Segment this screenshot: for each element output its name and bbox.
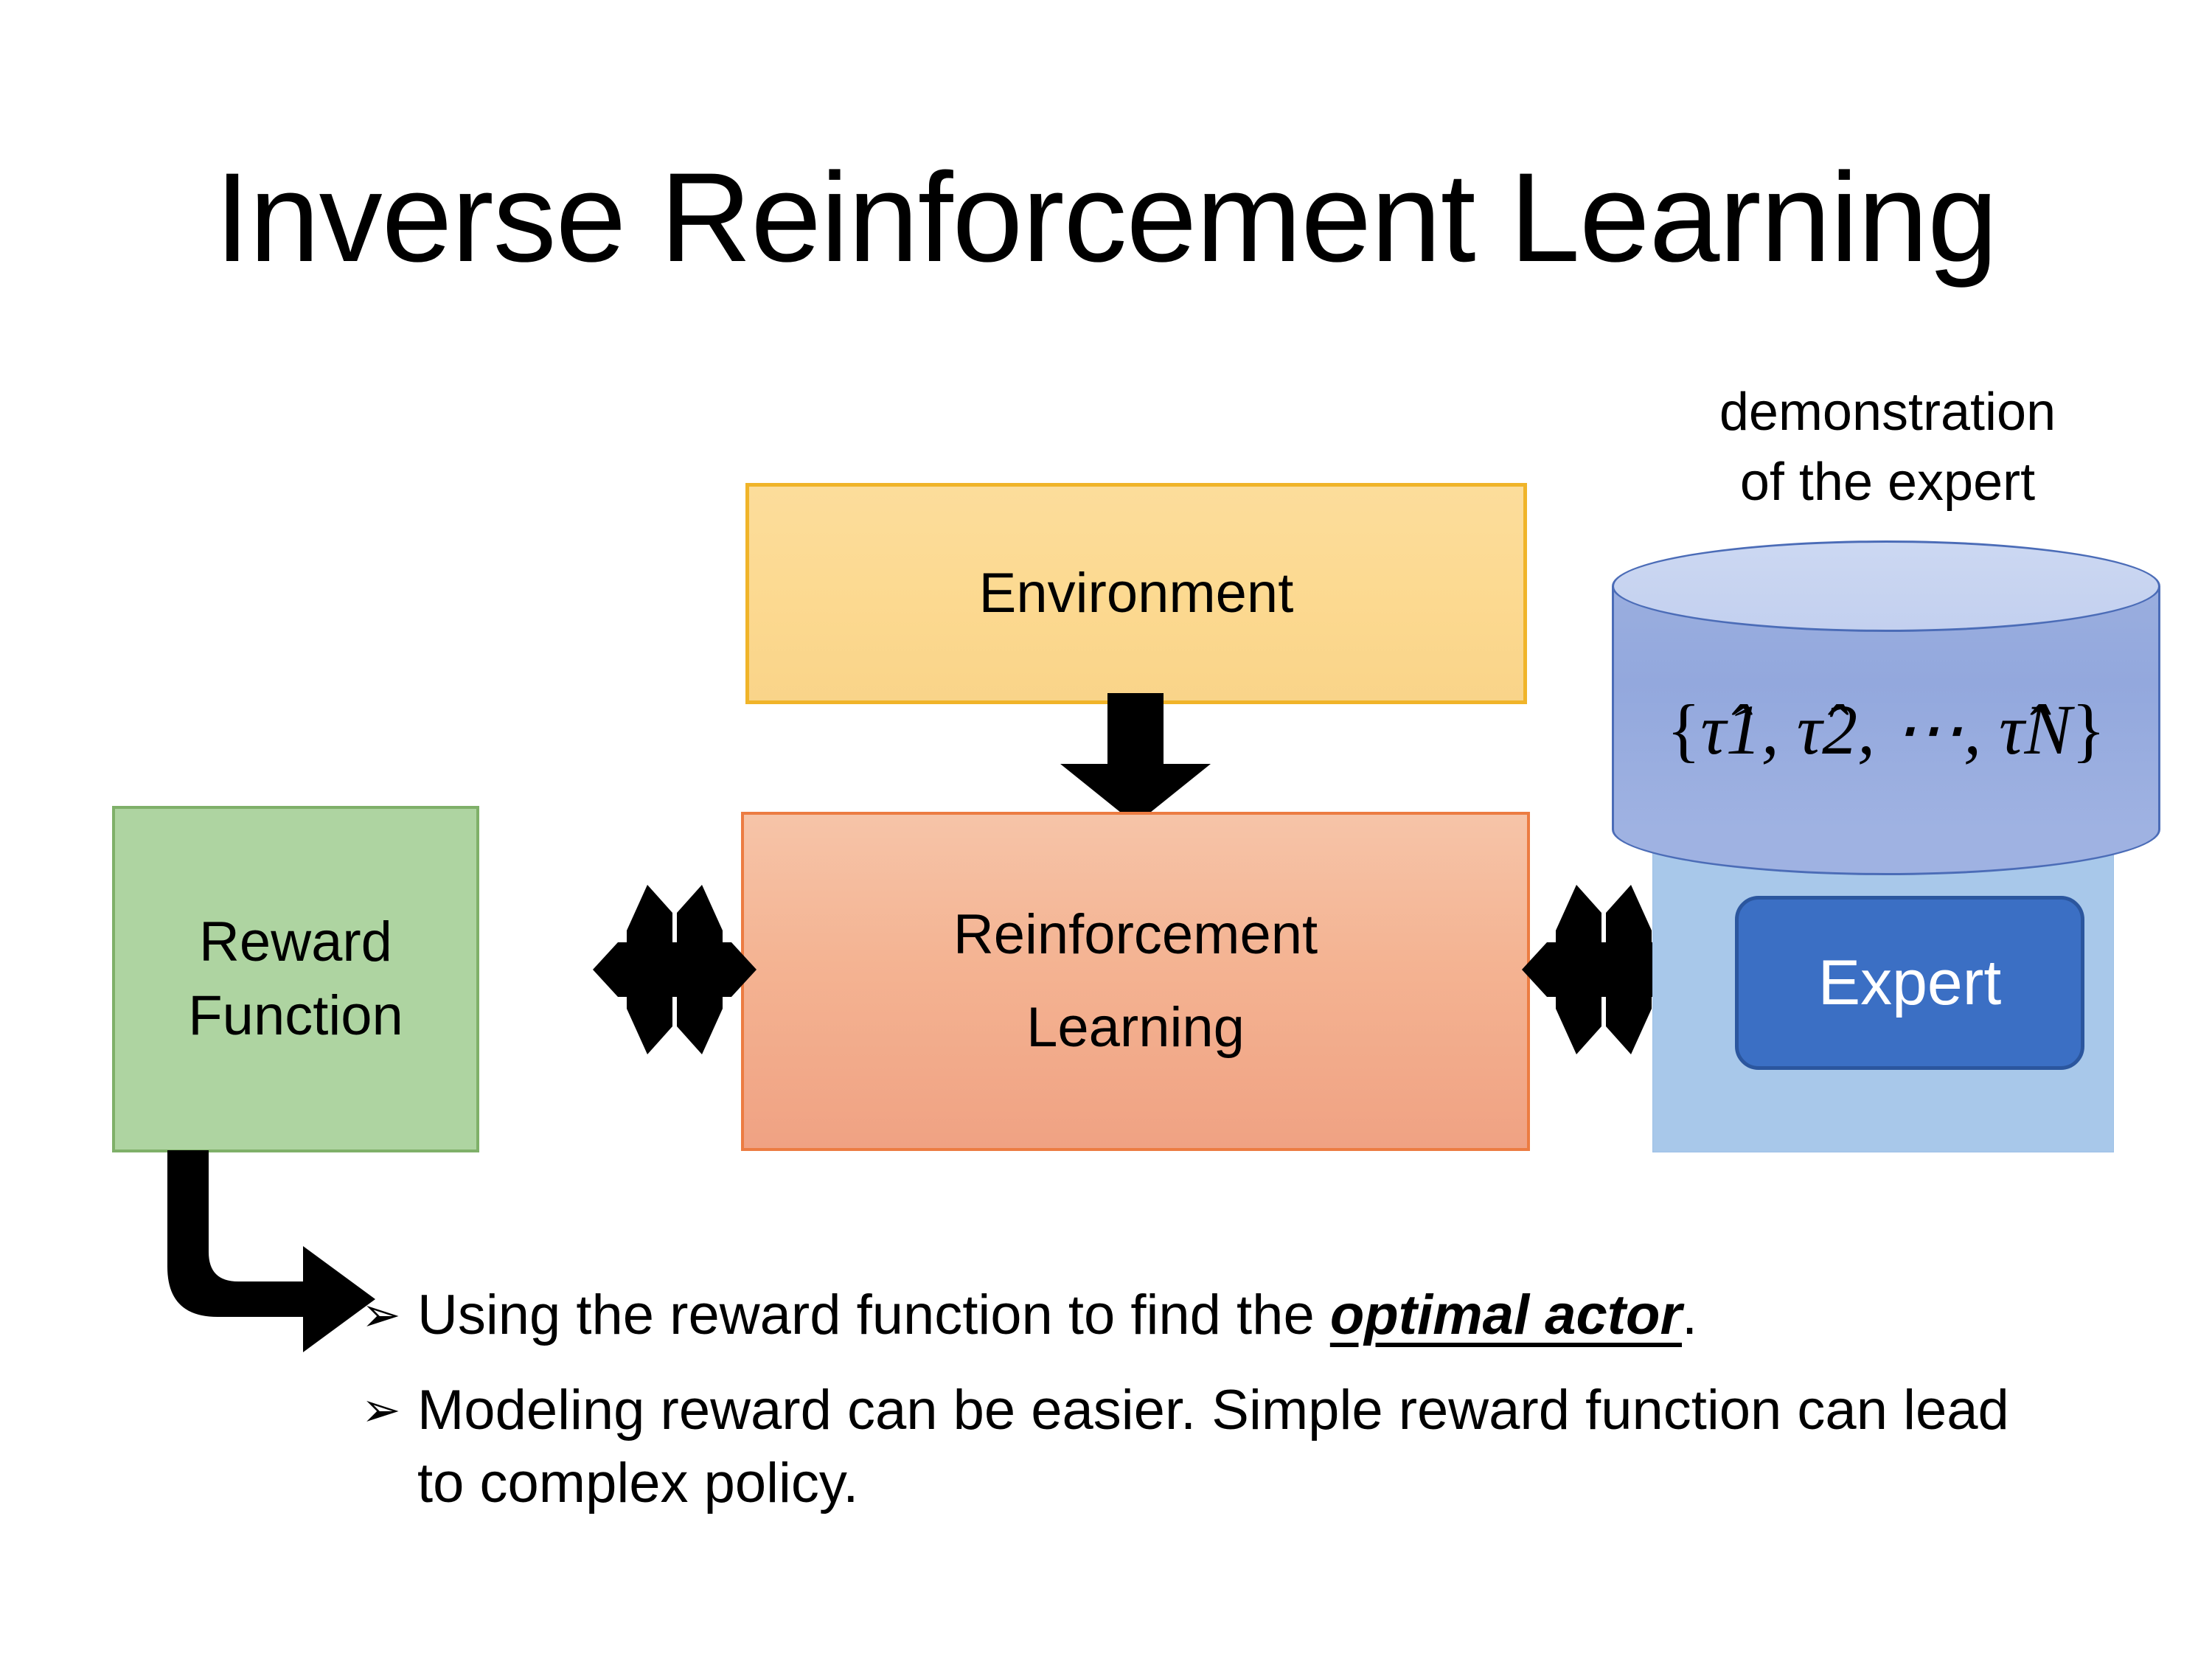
- environment-box[interactable]: Environment: [745, 483, 1527, 704]
- down-arrow-icon: [1060, 693, 1211, 824]
- reward-box-label-line2: Function: [188, 984, 403, 1047]
- list-item: ➢ Using the reward function to find the …: [361, 1279, 2057, 1352]
- formula-open-brace: {: [1666, 690, 1701, 769]
- quad-arrow-left-icon: [593, 885, 757, 1054]
- demonstration-caption-line1: demonstration: [1719, 383, 2056, 442]
- list-item: ➢ Modeling reward can be easier. Simple …: [361, 1374, 2057, 1520]
- reinforcement-learning-box[interactable]: Reinforcement Learning: [741, 812, 1530, 1151]
- reward-function-box[interactable]: Reward Function: [112, 806, 479, 1152]
- formula-body: τ̂1, τ̂2, ⋯, τ̂N: [1700, 690, 2072, 769]
- environment-box-label: Environment: [978, 561, 1294, 625]
- formula-close-brace: }: [2071, 690, 2106, 769]
- reward-box-label-line1: Reward: [199, 910, 392, 973]
- trajectory-database-cylinder[interactable]: {τ̂1, τ̂2, ⋯, τ̂N}: [1612, 540, 2160, 875]
- demonstration-caption: demonstration of the expert: [1644, 378, 2131, 518]
- demonstration-caption-line2: of the expert: [1739, 453, 2036, 512]
- rl-box-label-line1: Reinforcement: [953, 902, 1318, 966]
- elbow-arrow-icon: [167, 1150, 375, 1352]
- expert-box[interactable]: Expert: [1735, 896, 2084, 1070]
- bullet-2-prefix: Modeling reward can be easier. Simple re…: [417, 1378, 2009, 1514]
- page-title: Inverse Reinforcement Learning: [215, 147, 1998, 288]
- bullet-item-2-text: Modeling reward can be easier. Simple re…: [417, 1374, 2057, 1520]
- bullet-arrow-icon: ➢: [361, 1382, 401, 1436]
- bullet-list: ➢ Using the reward function to find the …: [361, 1279, 2057, 1542]
- bullet-1-emphasis: optimal actor: [1329, 1284, 1683, 1346]
- expert-box-label: Expert: [1818, 947, 2002, 1018]
- quad-arrow-right-icon: [1522, 885, 1686, 1054]
- bullet-arrow-icon: ➢: [361, 1288, 401, 1341]
- cylinder-top: [1612, 540, 2160, 632]
- bullet-item-1-text: Using the reward function to find the op…: [417, 1279, 2057, 1352]
- trajectory-set-formula: {τ̂1, τ̂2, ⋯, τ̂N}: [1612, 688, 2160, 771]
- bullet-1-prefix: Using the reward function to find the: [417, 1284, 1330, 1346]
- rl-box-label-line2: Learning: [1026, 996, 1245, 1059]
- bullet-1-suffix: .: [1682, 1284, 1698, 1346]
